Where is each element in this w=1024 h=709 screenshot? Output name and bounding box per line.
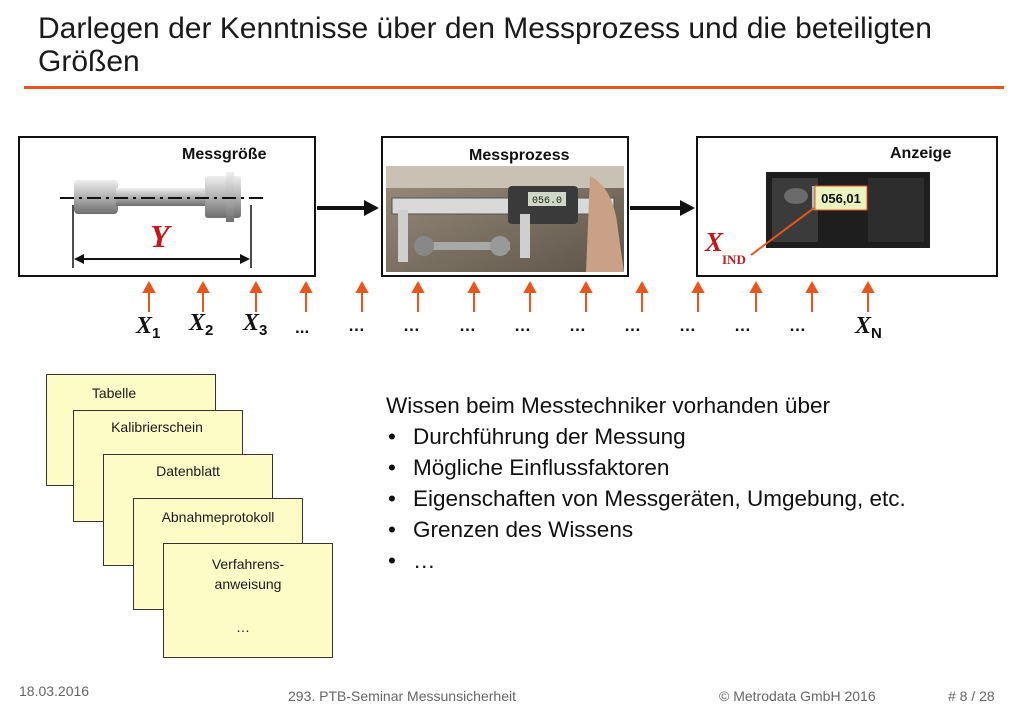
knowledge-block: Wissen beim Messtechniker vorhanden über… xyxy=(386,390,906,576)
document-ellipsis: … xyxy=(236,619,250,635)
influence-dots: … xyxy=(348,316,365,335)
document-verfahrensanweisung: Verfahrens- anweisung … xyxy=(163,543,333,658)
footer-copyright: © Metrodata GmbH 2016 xyxy=(719,688,876,704)
x-ind-symbol: X xyxy=(705,227,724,257)
influence-x1: X1 xyxy=(136,313,161,342)
influence-dots: … xyxy=(789,316,806,335)
influence-dots: … xyxy=(624,316,641,335)
document-label: Kalibrierschein xyxy=(111,419,203,435)
document-label: Tabelle xyxy=(91,385,137,401)
display-value: 056,01 xyxy=(821,191,861,206)
footer-date: 18.03.2016 xyxy=(19,683,90,699)
slide-title: Darlegen der Kenntnisse über den Messpro… xyxy=(38,12,932,78)
influence-dots: … xyxy=(514,316,531,335)
influence-dots: ... xyxy=(295,318,310,337)
document-label: Verfahrens- anweisung xyxy=(211,556,285,592)
list-item: Grenzen des Wissens xyxy=(386,514,906,545)
caliper-readout: 056.0 xyxy=(532,196,562,207)
influence-x3: X3 xyxy=(243,310,268,339)
influence-x2: X2 xyxy=(189,310,214,339)
influence-dots: … xyxy=(403,316,420,335)
list-item: … xyxy=(386,545,906,576)
measurand-symbol: Y xyxy=(150,218,170,254)
anzeige-box: Anzeige xyxy=(696,136,998,277)
x-ind-label: X xyxy=(705,227,723,258)
footer-seminar: 293. PTB-Seminar Messunsicherheit xyxy=(288,688,516,704)
workpiece xyxy=(60,172,268,268)
messgroesse-box: Messgröße xyxy=(18,136,316,277)
knowledge-list: Durchführung der Messung Mögliche Einflu… xyxy=(386,421,906,576)
influence-arrows xyxy=(142,280,875,312)
footer-page-number: # 8 / 28 xyxy=(948,688,995,704)
document-label: Abnahmeprotokoll xyxy=(161,509,275,525)
influence-dots: … xyxy=(734,316,751,335)
influence-dots: … xyxy=(679,316,696,335)
influence-xn: XN xyxy=(855,313,882,342)
anzeige-label: Anzeige xyxy=(890,145,952,162)
title-underline xyxy=(24,86,1004,89)
display-photo: 056,01 xyxy=(750,172,930,256)
influence-dots: … xyxy=(459,316,476,335)
x-ind-subscript: IND xyxy=(722,252,746,267)
document-label: Datenblatt xyxy=(156,463,220,479)
messprozess-label: Messprozess xyxy=(469,147,570,164)
knowledge-heading: Wissen beim Messtechniker vorhanden über xyxy=(386,393,830,418)
flow-arrows xyxy=(317,200,695,216)
list-item: Eigenschaften von Messgeräten, Umgebung,… xyxy=(386,483,906,514)
list-item: Mögliche Einflussfaktoren xyxy=(386,452,906,483)
caliper-photo: 056.0 xyxy=(386,166,624,272)
messgroesse-label: Messgröße xyxy=(182,146,267,163)
list-item: Durchführung der Messung xyxy=(386,421,906,452)
influence-dots: … xyxy=(569,316,586,335)
